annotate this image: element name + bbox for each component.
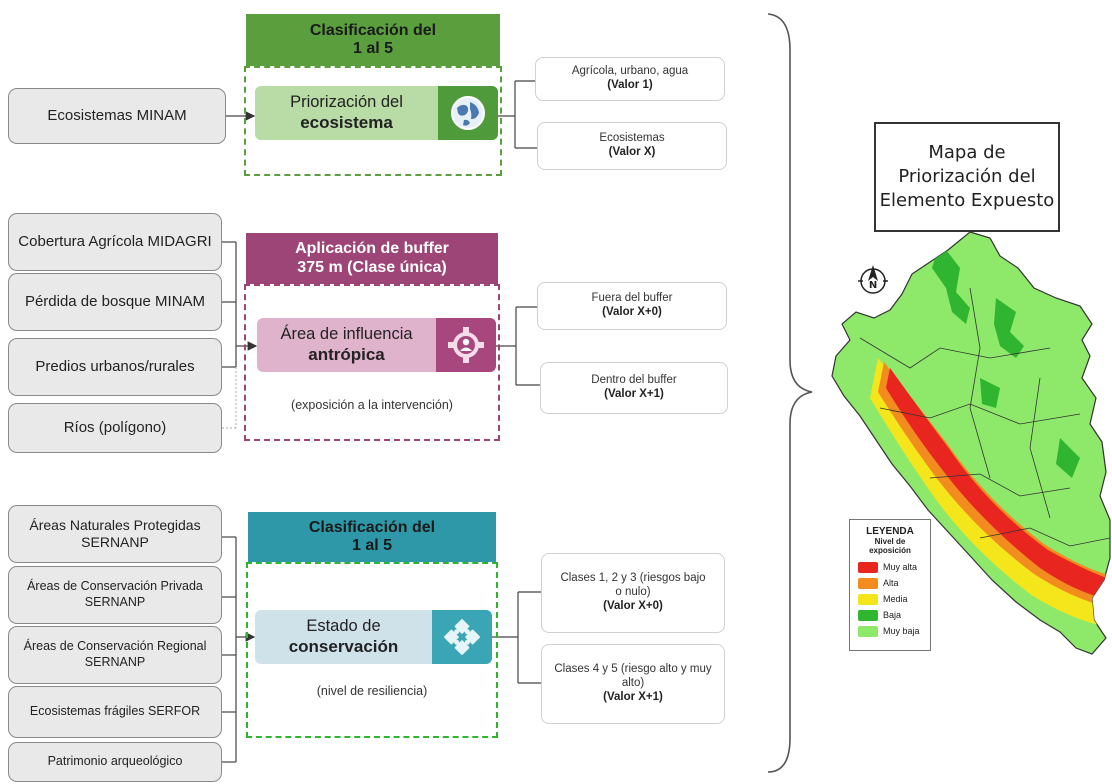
person-gear-icon: [436, 318, 496, 372]
source-ecosistemas-fragiles: Ecosistemas frágiles SERFOR: [8, 686, 222, 738]
output-clases-45: Clases 4 y 5 (riesgo alto y muy alto) (V…: [541, 644, 725, 724]
output1a-value: (Valor 1): [607, 79, 653, 91]
section3-header: Clasificación del 1 al 5: [248, 512, 496, 562]
section2-header: Aplicación de buffer 375 m (Clase única): [246, 233, 498, 284]
output1b-text: Ecosistemas: [599, 132, 665, 145]
output-ecosistemas: Ecosistemas (Valor X): [537, 122, 727, 170]
output2a-text: Fuera del buffer: [591, 292, 673, 305]
source-ecosistemas-minam: Ecosistemas MINAM: [8, 88, 226, 144]
section1-header-line2: 1 al 5: [352, 40, 394, 57]
process2-line2: antrópica: [308, 344, 385, 364]
process3-line1: Estado de: [306, 616, 381, 635]
output3b-value: (Valor X+1): [603, 690, 663, 703]
output3a-value: (Valor X+0): [603, 599, 663, 612]
legend-item: Alta: [858, 575, 922, 591]
legend-item: Muy baja: [858, 623, 922, 639]
output1a-text: Agrícola, urbano, agua: [571, 65, 689, 78]
exposure-note: (exposición a la intervención): [291, 398, 453, 412]
section2-dashed-panel: [244, 284, 500, 441]
legend-item: Media: [858, 591, 922, 607]
north-arrow-icon: N: [858, 265, 888, 294]
section3-dashed-panel: [246, 562, 498, 738]
legend-label: Muy alta: [883, 562, 918, 572]
section2-header-line1: Aplicación de buffer: [295, 240, 449, 258]
output-dentro-buffer: Dentro del buffer (Valor X+1): [540, 362, 728, 414]
source-rios: Ríos (polígono): [8, 403, 222, 453]
source-acr-sernanp: Áreas de Conservación Regional SERNANP: [8, 626, 222, 684]
output2b-text: Dentro del buffer: [591, 374, 677, 387]
legend-subtitle: Nivel de exposición: [869, 537, 911, 555]
legend-item: Muy alta: [858, 559, 922, 575]
map-legend: LEYENDA Nivel de exposición Muy alta Alt…: [849, 519, 931, 651]
map-title: Mapa de Priorización del Elemento Expues…: [874, 122, 1060, 232]
north-label: N: [869, 280, 877, 291]
section1-header-line1: Clasificación del: [309, 21, 437, 39]
section1-dashed-panel: [244, 66, 502, 176]
output-agricola-urbano-agua: Agrícola, urbano, agua (Valor 1): [535, 57, 725, 101]
output-clases-123: Clases 1, 2 y 3 (riesgos bajo o nulo) (V…: [541, 553, 725, 633]
process1-line2: ecosistema: [300, 112, 393, 132]
legend-title: LEYENDA: [866, 526, 914, 537]
process1-line1: Priorización del: [290, 92, 403, 111]
map-title-line1: Mapa de: [928, 141, 1006, 163]
resilience-note: (nivel de resiliencia): [316, 684, 428, 698]
section1-header: Clasificación del 1 al 5: [246, 14, 500, 66]
peru-exposure-map: [831, 231, 1111, 655]
legend-label: Muy baja: [883, 626, 920, 636]
output3b-text: Clases 4 y 5 (riesgo alto y muy alto): [554, 663, 712, 690]
section3-header-line2: 1 al 5: [351, 537, 393, 554]
source-patrimonio-arqueologico: Patrimonio arqueológico: [8, 742, 222, 782]
legend-label: Baja: [883, 610, 902, 620]
process2-line1: Área de influencia: [280, 324, 413, 343]
process3-line2: conservación: [288, 636, 399, 656]
source-cobertura-agricola: Cobertura Agrícola MIDAGRI: [8, 213, 222, 271]
source-anp-sernanp: Áreas Naturales Protegidas SERNANP: [8, 505, 222, 563]
output2b-value: (Valor X+1): [604, 388, 664, 400]
source-perdida-bosque: Pérdida de bosque MINAM: [8, 273, 222, 331]
legend-label: Media: [883, 594, 908, 604]
curly-brace: [767, 13, 813, 773]
section2-header-line2: 375 m (Clase única): [297, 258, 447, 276]
source-acp-sernanp: Áreas de Conservación Privada SERNANP: [8, 566, 222, 624]
globe-icon: [438, 86, 498, 140]
output1b-value: (Valor X): [608, 146, 656, 158]
map-title-line3: Elemento Expuesto: [879, 190, 1055, 212]
output-fuera-buffer: Fuera del buffer (Valor X+0): [537, 282, 727, 330]
map-title-line2: Priorización del: [898, 165, 1036, 187]
output3a-text: Clases 1, 2 y 3 (riesgos bajo o nulo): [560, 572, 706, 599]
puzzle-icon: [432, 610, 492, 664]
section3-header-line1: Clasificación del: [308, 518, 436, 536]
legend-label: Alta: [883, 578, 899, 588]
source-predios: Predios urbanos/rurales: [8, 338, 222, 396]
output2a-value: (Valor X+0): [602, 306, 662, 318]
legend-item: Baja: [858, 607, 922, 623]
